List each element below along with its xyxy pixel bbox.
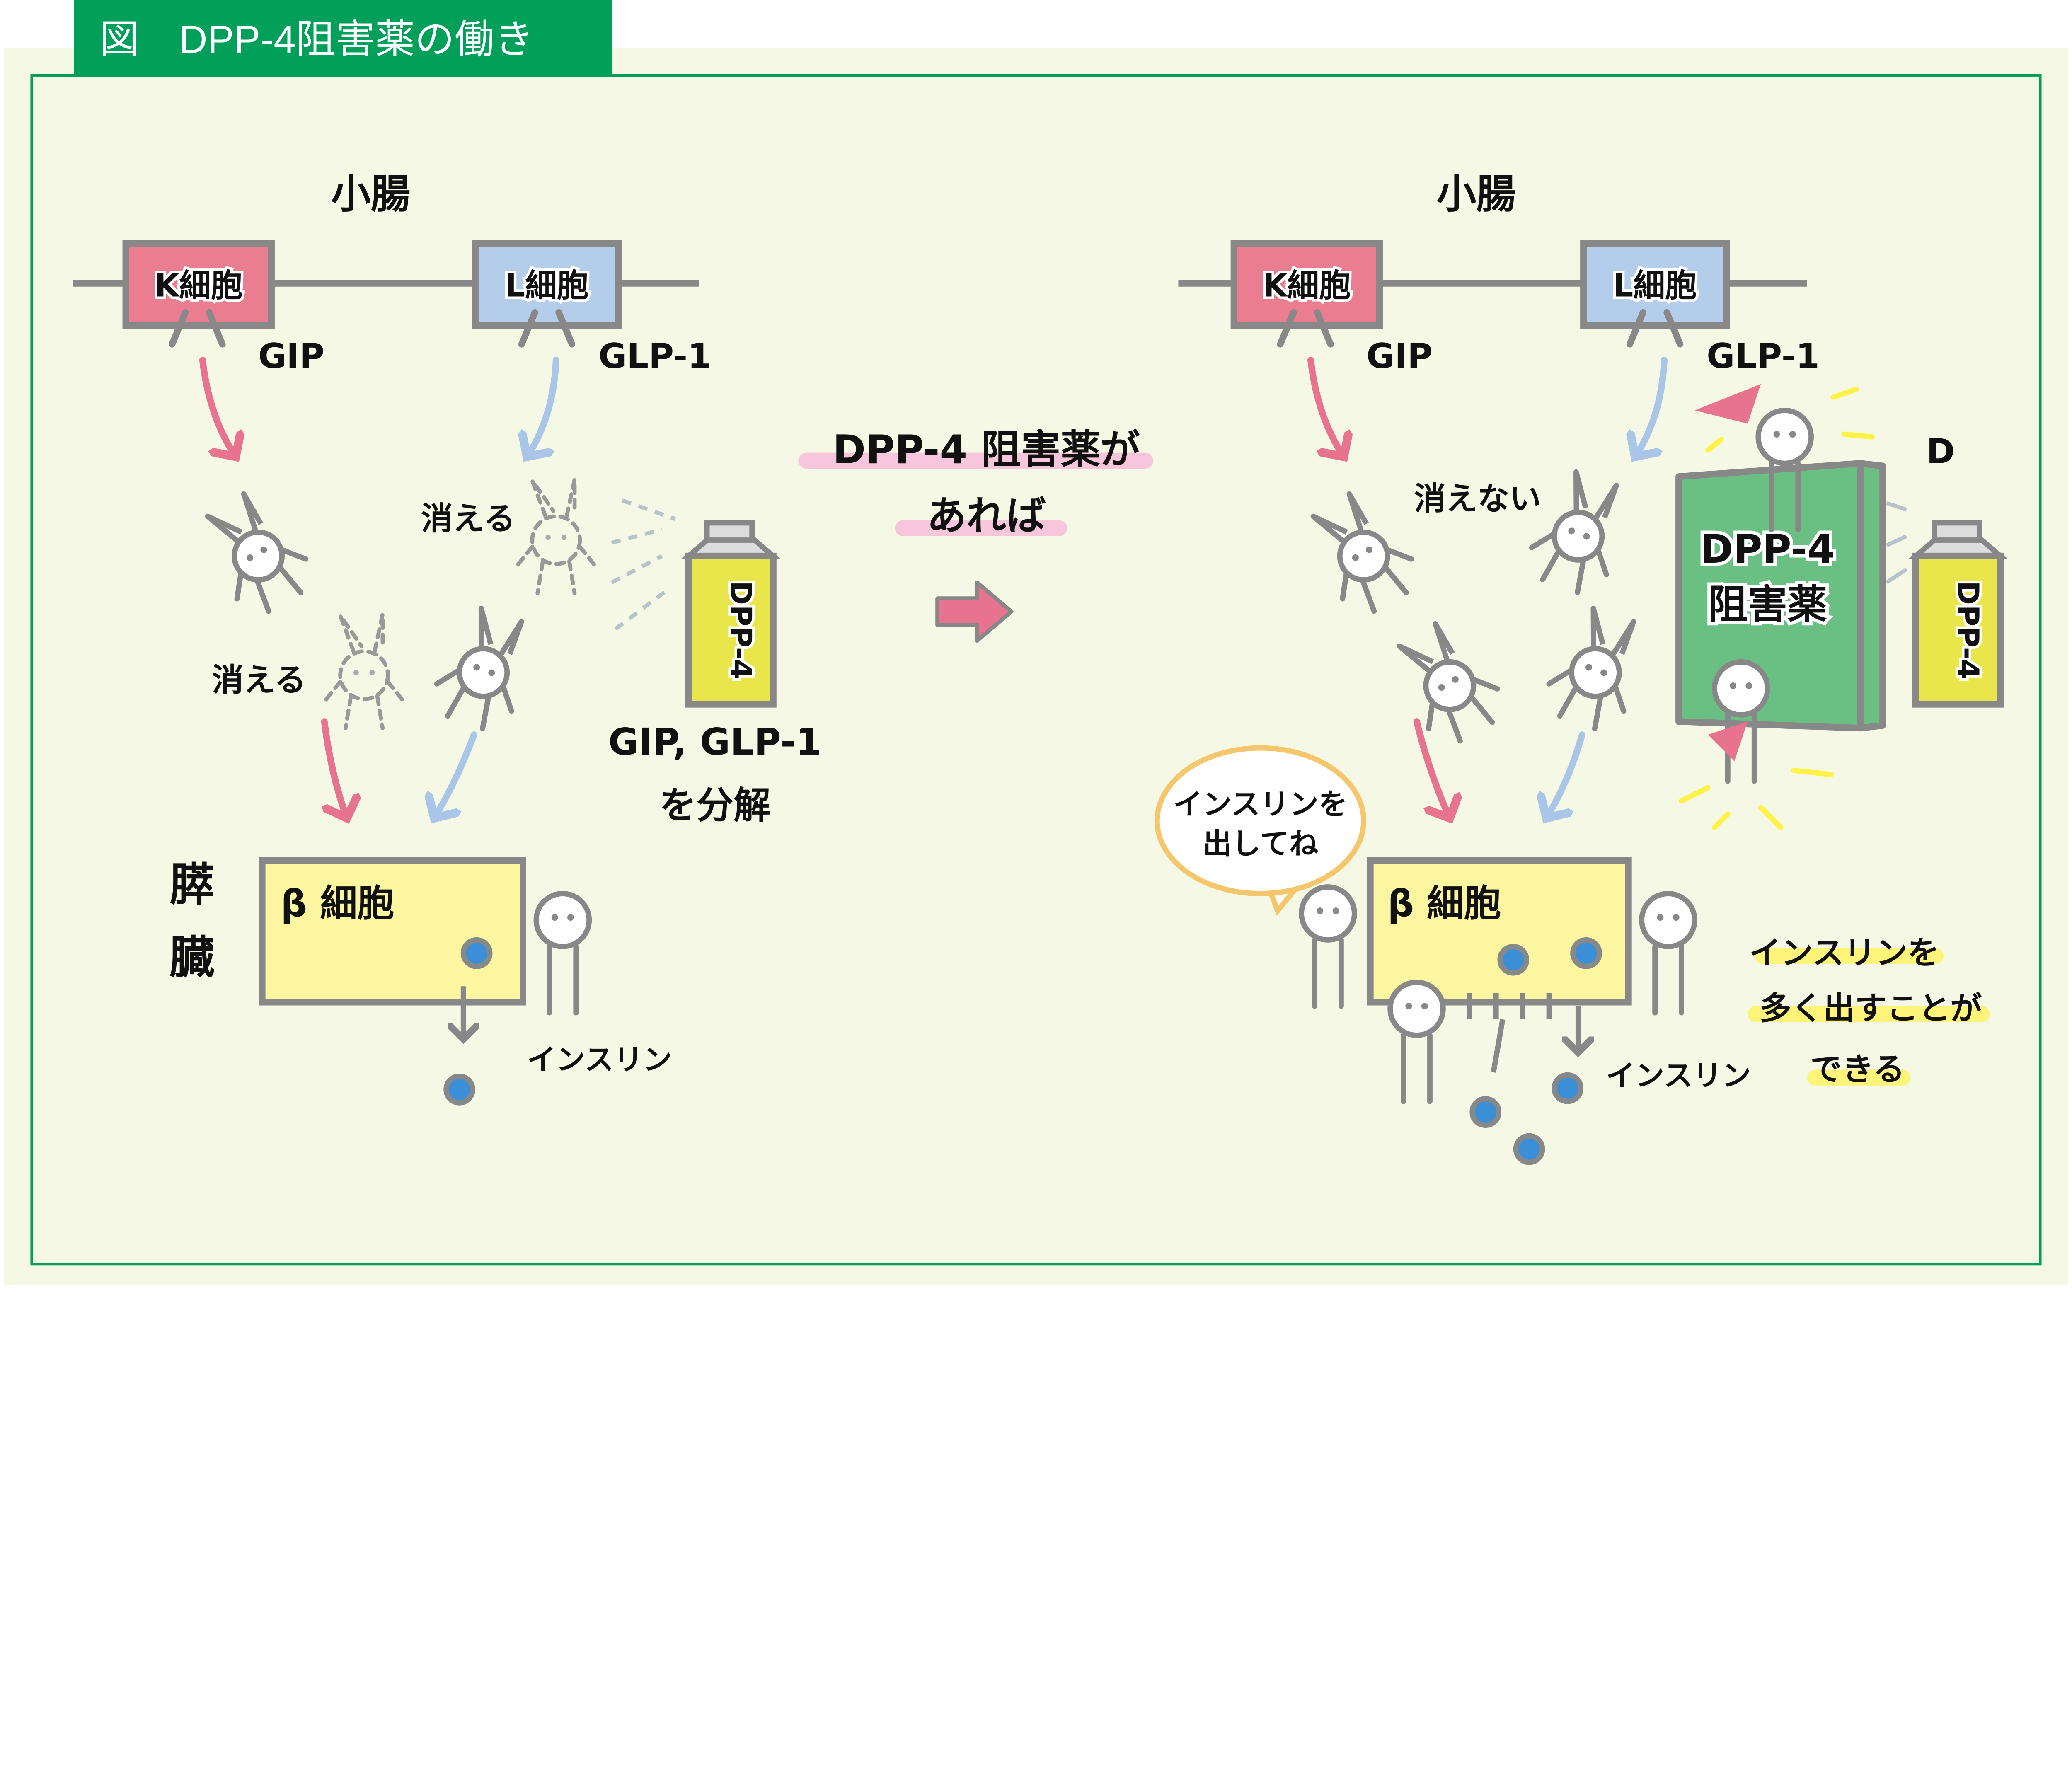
right-panel: 小腸 K細胞 L細胞 GIP GLP-1 消えない DPP-4 阻害薬 D [1154, 171, 2008, 1165]
condition-label-1: DPP-4 阻害薬が [833, 426, 1140, 473]
l-cell [472, 240, 622, 329]
pancreas-label-1: 膵 [169, 859, 215, 911]
l-cell-label: L細胞 [505, 268, 588, 305]
dpp4-spray-can: DPP-4 [1908, 520, 2008, 708]
middle-panel: DPP-4 阻害薬が あれば [798, 426, 1153, 643]
gip-label: GIP [258, 336, 324, 376]
k-cell-label: K細胞 [155, 268, 243, 305]
glp1-label: GLP-1 [598, 336, 712, 376]
dpp4-diagram: 図 DPP-4阻害薬の働き 小腸 K細胞 L細胞 GIP GLP-1 消える 消… [4, 0, 2068, 1286]
beta-cell-label: β 細胞 [281, 882, 394, 925]
book-label-2: 阻害薬 [1708, 581, 1827, 628]
condition-label-2: あれば [927, 493, 1046, 539]
k-cell [1230, 240, 1383, 329]
title-tab [74, 0, 612, 76]
vanish-label-2: 消える [212, 662, 306, 699]
l-cell [1580, 240, 1730, 329]
insulin-dot [1570, 937, 1602, 969]
not-vanish-label: 消えない [1414, 481, 1541, 518]
insulin-dot [443, 1074, 475, 1106]
book-label-1: DPP-4 [1700, 526, 1835, 572]
l-cell-label: L細胞 [1613, 268, 1697, 305]
beta-cell [1367, 857, 1632, 1006]
figure-border [30, 74, 2042, 1266]
degrade-label-1: GIP, GLP-1 [608, 721, 822, 764]
k-cell-label: K細胞 [1263, 268, 1351, 305]
insulin-dot [1469, 1096, 1502, 1128]
k-cell [122, 240, 275, 329]
glp1-label: GLP-1 [1706, 336, 1820, 376]
vanish-label-1: 消える [421, 501, 516, 537]
speech-bubble: インスリンを 出してね [1154, 745, 1367, 916]
insulin-dot [1513, 1133, 1545, 1165]
insulin-label: インスリン [527, 1043, 672, 1077]
insulin-dot [460, 937, 493, 969]
gip-arrow [199, 357, 236, 457]
beta-cell-label: β 細胞 [1387, 882, 1501, 925]
beta-cell [259, 857, 526, 1006]
speech-line-2: 出してね [1203, 827, 1318, 861]
insulin-dot [1552, 1072, 1584, 1104]
left-panel: 小腸 K細胞 L細胞 GIP GLP-1 消える 消える DPP-4 GIP, … [73, 171, 822, 1106]
speech-line-1: インスリンを [1173, 787, 1347, 821]
spray-mist [610, 498, 676, 631]
pancreas-label-2: 臓 [169, 931, 215, 984]
result-line-3: できる [1810, 1051, 1905, 1088]
insulin-label: インスリン [1606, 1059, 1751, 1093]
result-line-2: 多く出すことが [1760, 990, 1982, 1027]
sparkle-lines [1679, 386, 1875, 830]
d-label: D [1927, 431, 1955, 472]
figure-title: 図 DPP-4阻害薬の働き [99, 17, 534, 62]
gip-label: GIP [1366, 336, 1433, 376]
small-intestine-label: 小腸 [331, 171, 411, 218]
transition-arrow-icon [935, 580, 1014, 643]
degrade-label-2: を分解 [659, 784, 770, 827]
small-intestine-label: 小腸 [1436, 171, 1516, 218]
spray-label: DPP-4 [724, 581, 758, 680]
highlight [798, 452, 1153, 469]
dpp4-spray-can: DPP-4 [681, 520, 781, 708]
insulin-dot [1497, 944, 1530, 976]
highlight [895, 520, 1067, 536]
spray-label: DPP-4 [1951, 581, 1985, 680]
dpp4-inhibitor-book: DPP-4 阻害薬 [1675, 460, 1886, 732]
glp1-arrow [527, 357, 559, 457]
result-line-1: インスリンを [1749, 935, 1939, 972]
